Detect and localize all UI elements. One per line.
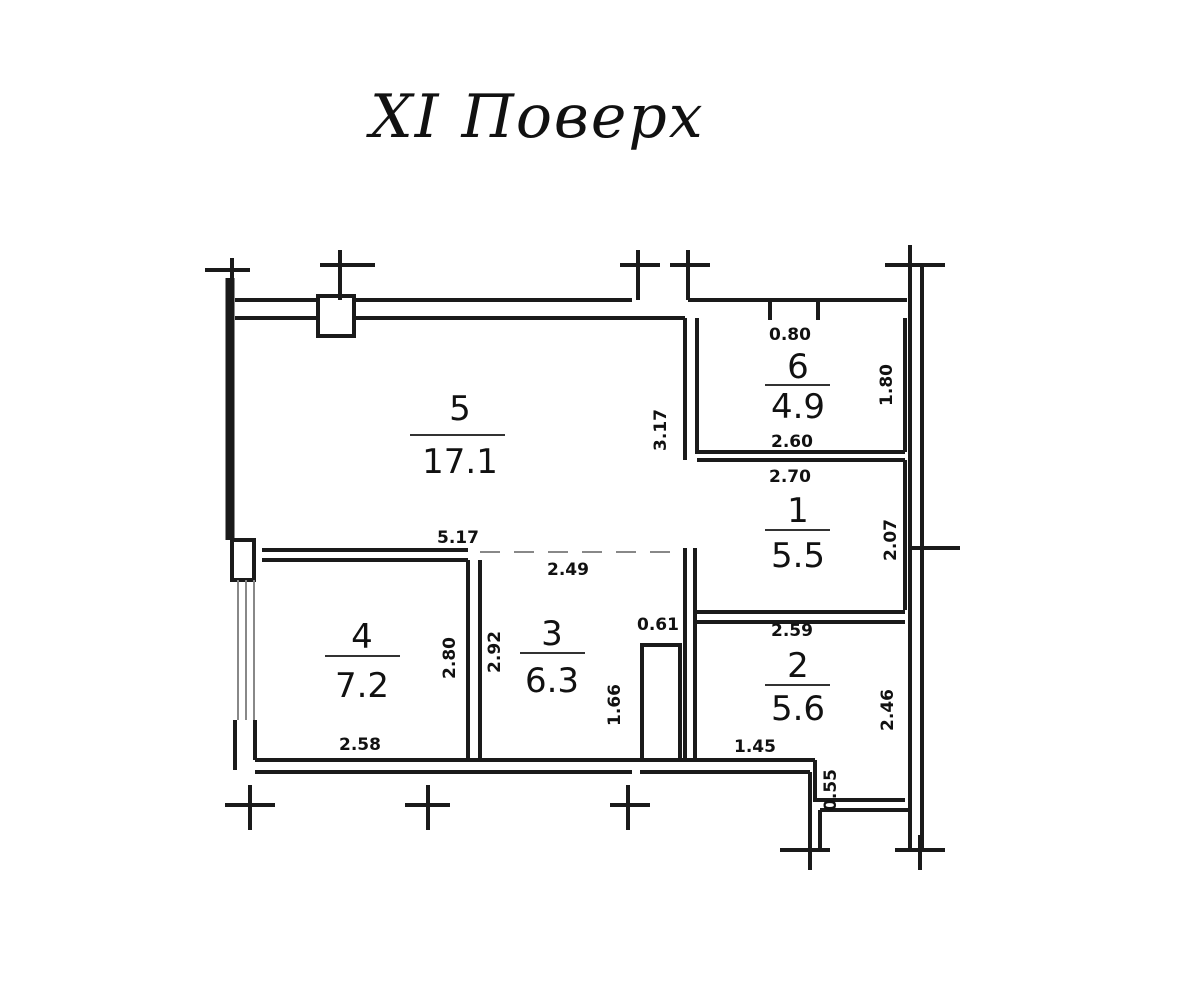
room-4-area: 7.2 [335,666,389,706]
room-1-number: 1 [787,491,809,531]
room-4-number: 4 [351,617,373,657]
room-6-number: 6 [787,347,809,387]
room-1-area: 5.5 [771,536,825,576]
dim-label: 1.66 [605,684,625,726]
dim-label: 1.80 [877,364,897,406]
dim-label: 5.17 [437,528,479,548]
dim-label: 0.61 [637,615,679,635]
dim-label: 2.07 [881,519,901,561]
area-fraction-lines [325,384,830,686]
dim-label: 2.70 [769,467,811,487]
room-3-number: 3 [541,614,563,654]
dim-label: 2.60 [771,432,813,452]
axis-marks [205,245,960,870]
dim-label: 2.46 [878,689,898,731]
dim-label: 3.17 [651,409,671,451]
dim-label: 0.80 [769,325,811,345]
dim-label: 2.58 [339,735,381,755]
room-2-number: 2 [787,646,809,686]
ventilation-shaft [316,294,356,338]
dim-label: 2.49 [547,560,589,580]
room-5-area: 17.1 [422,442,498,482]
dimension-labels: 0.80 2.60 1.80 3.17 2.70 2.07 5.17 2.49 … [339,325,901,811]
dim-label: 2.92 [485,631,505,673]
walls [225,265,924,850]
floor-title: XI Поверх [370,82,705,152]
dim-label: 0.55 [821,769,841,811]
room-2-area: 5.6 [771,689,825,729]
dim-label: 2.80 [440,637,460,679]
room-5-number: 5 [449,389,471,429]
dim-label: 2.59 [771,621,813,641]
room-6-area: 4.9 [771,387,825,427]
room-3-area: 6.3 [525,661,579,701]
dim-label: 1.45 [734,737,776,757]
